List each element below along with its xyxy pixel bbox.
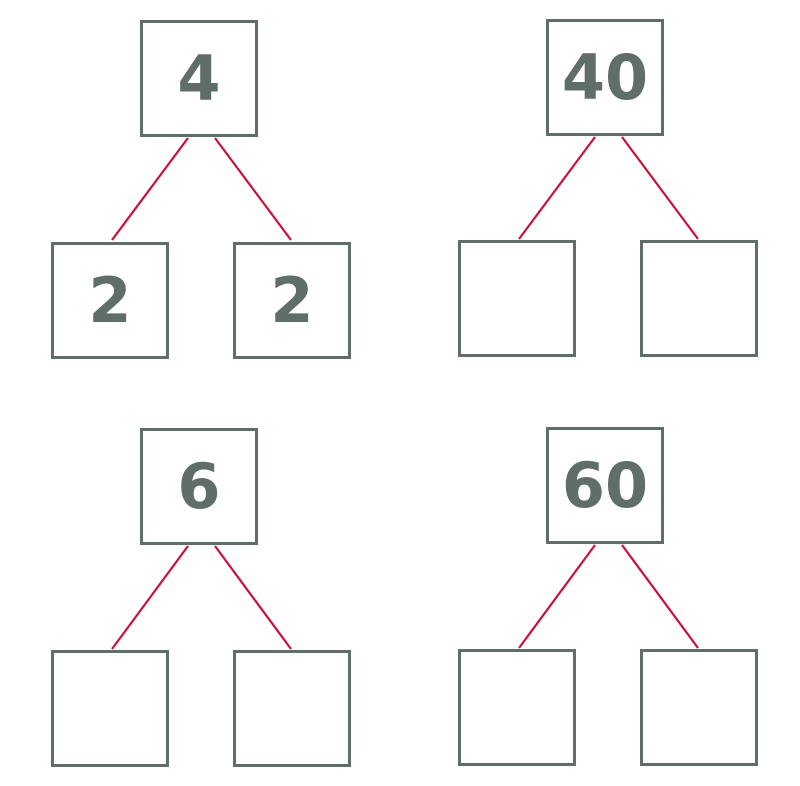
connector-line xyxy=(518,544,596,649)
part-box-left[interactable]: 2 xyxy=(51,242,169,359)
part-box-right[interactable] xyxy=(233,650,351,767)
connector-line xyxy=(214,137,292,241)
part-box-right[interactable] xyxy=(640,649,758,766)
connector-line xyxy=(111,137,189,241)
whole-box: 6 xyxy=(140,428,258,545)
connector-line xyxy=(111,545,189,650)
connector-line xyxy=(621,544,699,649)
whole-box: 60 xyxy=(546,427,664,544)
connector-line xyxy=(518,136,596,240)
part-box-left[interactable] xyxy=(458,649,576,766)
part-box-left[interactable] xyxy=(51,650,169,767)
whole-box: 40 xyxy=(546,19,664,136)
part-box-right[interactable] xyxy=(640,240,758,357)
part-box-left[interactable] xyxy=(458,240,576,357)
connector-line xyxy=(214,545,292,650)
whole-box: 4 xyxy=(140,20,258,137)
connector-line xyxy=(621,136,699,240)
part-box-right[interactable]: 2 xyxy=(233,242,351,359)
